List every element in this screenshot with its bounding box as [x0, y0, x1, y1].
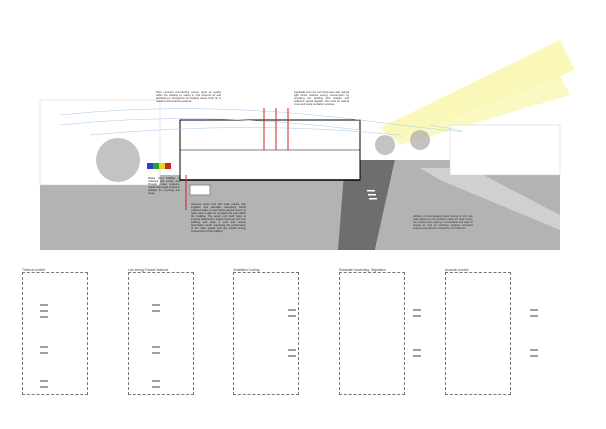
panel-acoustic	[445, 272, 511, 395]
panel-title-facade: Low energy Facade features	[128, 268, 169, 272]
trees	[96, 130, 430, 182]
sun-ray	[380, 40, 575, 140]
panel-facade	[128, 272, 194, 395]
waste-bins	[147, 163, 171, 169]
panel-rainwater	[339, 272, 405, 395]
lightwells-note: Lightwells from the roof flood area with…	[294, 91, 349, 106]
heat-arrows	[185, 108, 289, 210]
panel-title-acoustic: Acoustic comfort	[445, 268, 469, 272]
panel-title-ventilation: Ventilation Cooling	[233, 268, 260, 272]
panel-ventilation	[233, 272, 299, 395]
plaza-note: Addition of a landscaped plaza closing o…	[413, 215, 473, 230]
green-roof-note: Intensive green roof with solar panels, …	[191, 203, 246, 233]
sidewalk	[420, 168, 560, 230]
ground-right	[375, 160, 560, 250]
crosswalk	[367, 190, 377, 200]
roof-vent-note: Roof mounted Anti-Venting ensure good ai…	[156, 91, 221, 103]
ground	[40, 175, 360, 250]
panel-title-thermal: Thermal comfort	[22, 268, 46, 272]
air-flow-lines	[59, 108, 463, 136]
sun-ray	[395, 75, 570, 145]
water-tank	[189, 184, 211, 196]
panel-thermal	[22, 272, 88, 395]
waste-note: Waste from building is collected and sor…	[148, 177, 180, 195]
road	[338, 160, 395, 250]
building-right	[449, 124, 561, 176]
panel-diagrams	[40, 304, 538, 388]
panel-title-rainwater: Rainwater harvesting, Vegetation	[339, 268, 386, 272]
